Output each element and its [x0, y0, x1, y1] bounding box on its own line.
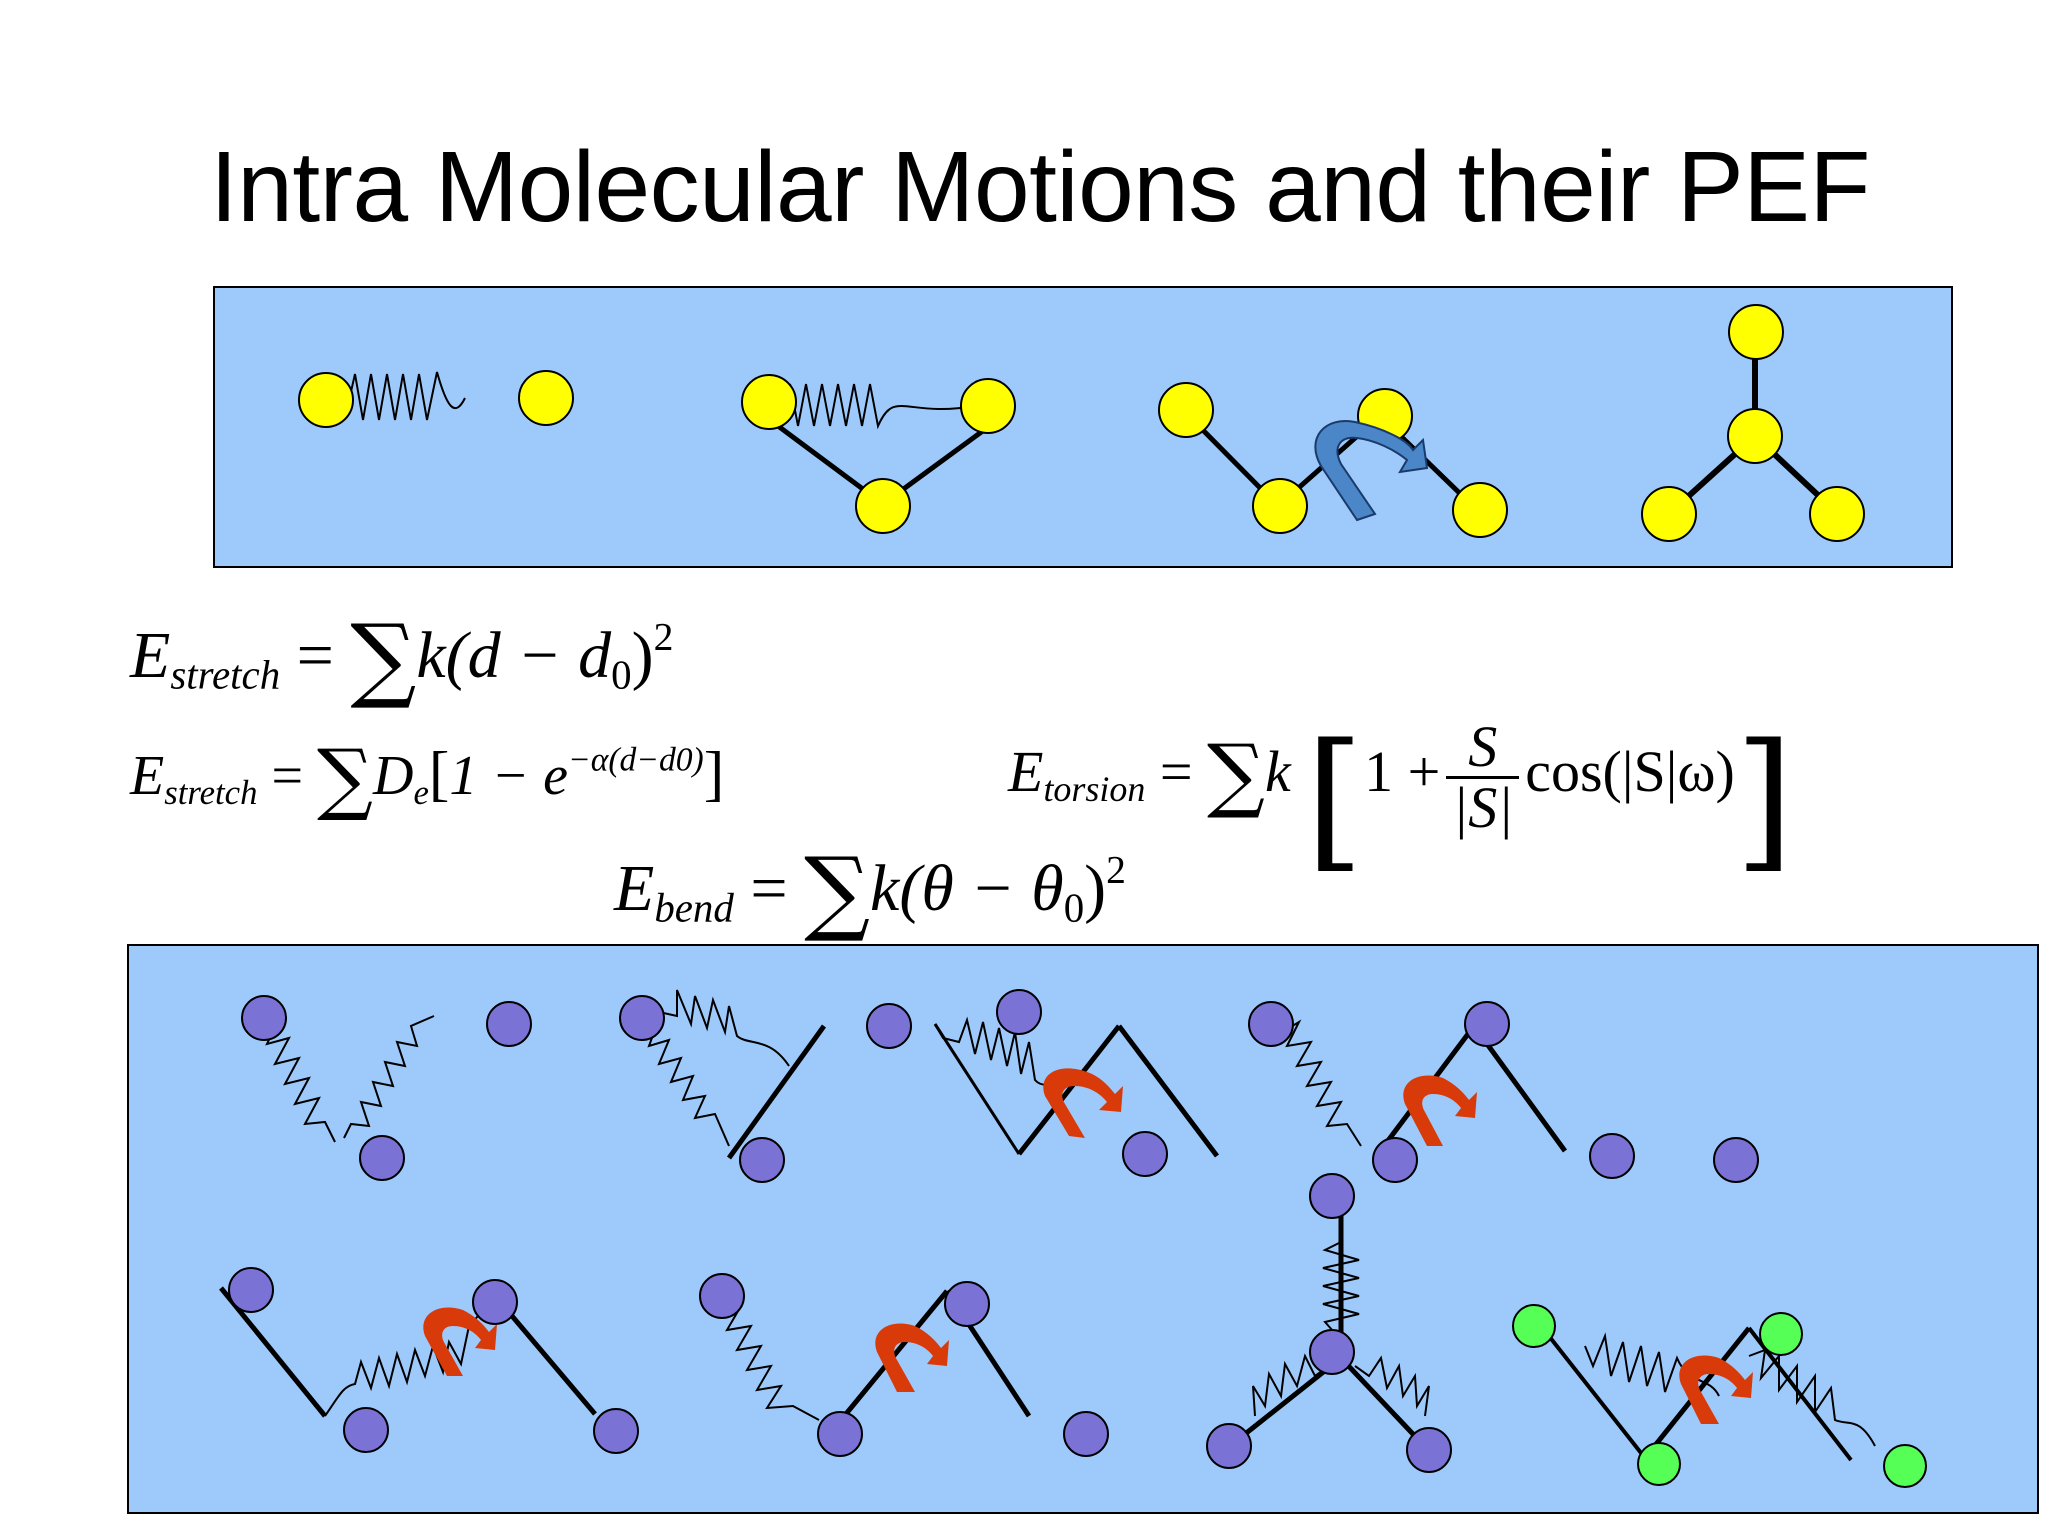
- atom: [866, 1003, 912, 1049]
- atom: [518, 370, 574, 426]
- atom: [1589, 1133, 1635, 1179]
- atom: [1122, 1131, 1168, 1177]
- atom: [741, 374, 797, 430]
- spring: [1252, 1353, 1330, 1417]
- atom: [996, 989, 1042, 1035]
- atom: [1637, 1442, 1681, 1486]
- atom: [1452, 482, 1508, 538]
- torsion-arrow-icon: [1679, 1355, 1753, 1424]
- torsion-arrow-icon: [1314, 420, 1429, 522]
- atom: [960, 378, 1016, 434]
- atom: [1252, 478, 1308, 534]
- atom: [343, 1407, 389, 1453]
- torsion-arrow-icon: [875, 1323, 949, 1392]
- atom: [699, 1273, 745, 1319]
- torsion-arrow-icon: [1403, 1075, 1477, 1146]
- atom: [1727, 408, 1783, 464]
- atom: [817, 1411, 863, 1457]
- atom: [855, 478, 911, 534]
- equation-torsion: Etorsion = ∑k [1 +S|S|cos(|S|ω)]: [1008, 711, 1794, 888]
- atom: [298, 372, 354, 428]
- atom: [472, 1279, 518, 1325]
- stretch-stretch-diagram: [265, 1015, 435, 1143]
- atom: [593, 1408, 639, 1454]
- angle-bend-diagram: [741, 374, 1016, 534]
- bond: [726, 1024, 827, 1160]
- spring: [265, 1017, 336, 1143]
- atom: [944, 1281, 990, 1327]
- stretch-bend-diagram: [647, 989, 827, 1160]
- basic-motions-diagram: [298, 304, 1865, 542]
- spring: [324, 1305, 488, 1417]
- spring: [769, 383, 976, 430]
- atom: [486, 1001, 532, 1047]
- atom: [1759, 1312, 1803, 1356]
- spring: [1354, 1355, 1430, 1417]
- stretch-bend-torsion-diagram: [1539, 1324, 1876, 1462]
- bond-stretch-diagram: [298, 370, 574, 428]
- atom: [1809, 486, 1865, 542]
- atom: [1713, 1137, 1759, 1183]
- atom: [1158, 382, 1214, 438]
- bend-bend-diagram: [1228, 1196, 1431, 1453]
- spring: [343, 1015, 435, 1139]
- atom: [1206, 1423, 1252, 1469]
- atom: [1372, 1137, 1418, 1183]
- atom: [1883, 1444, 1927, 1488]
- atom: [1309, 1329, 1355, 1375]
- bottom-panel-cross-terms: [127, 944, 2039, 1514]
- atom: [739, 1137, 785, 1183]
- spring: [658, 989, 790, 1067]
- torsion-diagram: [1158, 382, 1508, 538]
- equation-stretch-harmonic: Estretch = ∑k(d − d0)2: [130, 604, 674, 712]
- spring: [1748, 1348, 1876, 1447]
- torsion-arrow-icon: [1043, 1068, 1123, 1138]
- spring: [1584, 1332, 1720, 1397]
- out-of-plane-diagram: [1641, 304, 1865, 542]
- atom: [1728, 304, 1784, 360]
- spring: [647, 1021, 730, 1147]
- stretch-torsion-diagram-2: [219, 1286, 597, 1418]
- atom: [1248, 1001, 1294, 1047]
- cross-terms-diagram: [219, 989, 1927, 1488]
- slide-title: Intra Molecular Motions and their PEF: [210, 131, 1871, 243]
- bend-torsion-diagram: [1285, 1019, 1568, 1160]
- spring: [349, 371, 466, 421]
- equation-bend: Ebend = ∑k(θ − θ0)2: [614, 837, 1126, 945]
- spring: [1322, 1241, 1360, 1341]
- atom: [1309, 1173, 1355, 1219]
- atom: [1464, 1001, 1510, 1047]
- top-panel-basic-motions: [213, 286, 1953, 568]
- torsion-fraction: S|S|: [1446, 718, 1520, 837]
- atom: [241, 995, 287, 1041]
- spring: [1285, 1019, 1362, 1147]
- atom: [1512, 1304, 1556, 1348]
- atom: [1406, 1427, 1452, 1473]
- atom: [228, 1267, 274, 1313]
- stretch-torsion-diagram: [933, 1016, 1219, 1158]
- atom: [359, 1135, 405, 1181]
- torsion-arrow-icon: [423, 1307, 497, 1376]
- equation-stretch-morse: Estretch = ∑De[1 − e−α(d−d0)]: [130, 733, 725, 824]
- atom: [1063, 1411, 1109, 1457]
- atom: [619, 995, 665, 1041]
- atom: [1641, 486, 1697, 542]
